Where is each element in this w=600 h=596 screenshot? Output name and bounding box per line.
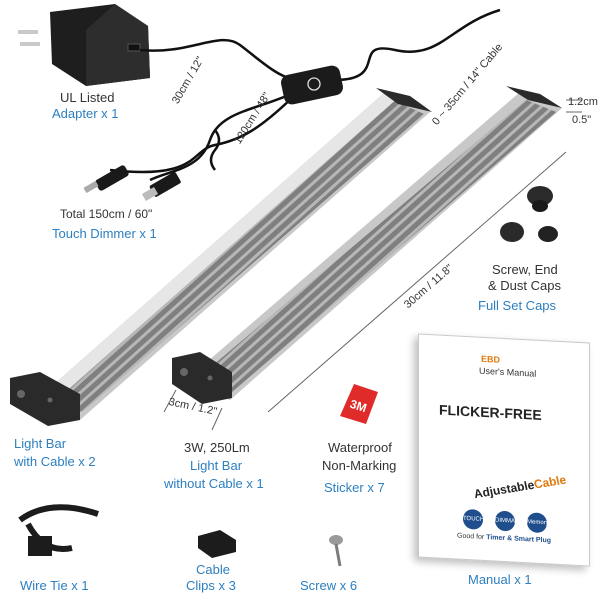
cable-icon xyxy=(109,8,501,182)
adapter-title: UL Listed xyxy=(60,90,115,105)
cable-total-length: Total 150cm / 60" xyxy=(60,207,153,221)
end-caps-icon xyxy=(500,186,558,242)
bar-with-cable-title: Light Bar xyxy=(14,436,67,451)
bar-without-cable-title: Light Bar xyxy=(190,458,243,473)
good-b: Timer & Smart Plug xyxy=(486,534,552,545)
dimension-lines xyxy=(163,99,582,431)
light-bar-with-cable xyxy=(10,88,432,426)
cable-clip-icon xyxy=(198,530,236,558)
dc-plug-icon xyxy=(83,165,129,194)
touch-dimmer-icon xyxy=(281,65,343,105)
sticker-line1: Waterproof xyxy=(328,440,392,455)
touch-icon: TOUCH xyxy=(463,508,484,530)
sticker-label: Sticker x 7 xyxy=(324,480,385,495)
adj-b: Cable xyxy=(532,472,568,492)
wire-tie-label: Wire Tie x 1 xyxy=(20,578,89,593)
adapter-label: Adapter x 1 xyxy=(52,106,119,121)
touch-dimmer-label: Touch Dimmer x 1 xyxy=(52,226,157,241)
sticker-line2: Non-Marking xyxy=(322,458,397,473)
screw-icon xyxy=(329,535,343,567)
bar-thickness-imperial: 0.5" xyxy=(572,114,592,126)
clips-label: Clips x 3 xyxy=(186,578,236,593)
bar-with-cable-qty: with Cable x 2 xyxy=(14,454,96,469)
wire-tie-base-icon xyxy=(28,536,52,556)
good-a: Good for xyxy=(457,532,485,541)
manual-good-for: Good for Timer & Smart Plug xyxy=(457,533,551,545)
bar-thickness-metric: 1.2cm xyxy=(568,96,598,108)
memory-icon: Memory xyxy=(527,512,549,534)
bar-without-cable-qty: without Cable x 1 xyxy=(164,476,264,491)
clips-line1: Cable xyxy=(196,562,230,577)
usb-plug-icon xyxy=(141,172,181,201)
light-bar-without-cable xyxy=(172,86,562,404)
manual-title: User's Manual xyxy=(479,365,537,379)
dimmable-icon: DIMMABLE xyxy=(495,510,526,532)
user-manual: EBD User's Manual FLICKER-FREE Adjustabl… xyxy=(418,333,590,567)
manual-label: Manual x 1 xyxy=(468,572,532,587)
sticker-icon xyxy=(340,384,378,424)
screw-label: Screw x 6 xyxy=(300,578,358,593)
manual-adjustable: AdjustableCable xyxy=(473,473,568,502)
caps-line2: & Dust Caps xyxy=(488,278,561,293)
manual-brand: EBD xyxy=(481,353,501,365)
power-adapter-icon xyxy=(18,4,150,86)
caps-label: Full Set Caps xyxy=(478,298,557,313)
manual-headline: FLICKER-FREE xyxy=(439,401,542,423)
caps-line1: Screw, End xyxy=(492,262,558,277)
bar-spec: 3W, 250Lm xyxy=(184,440,250,455)
adj-a: Adjustable xyxy=(472,477,536,502)
